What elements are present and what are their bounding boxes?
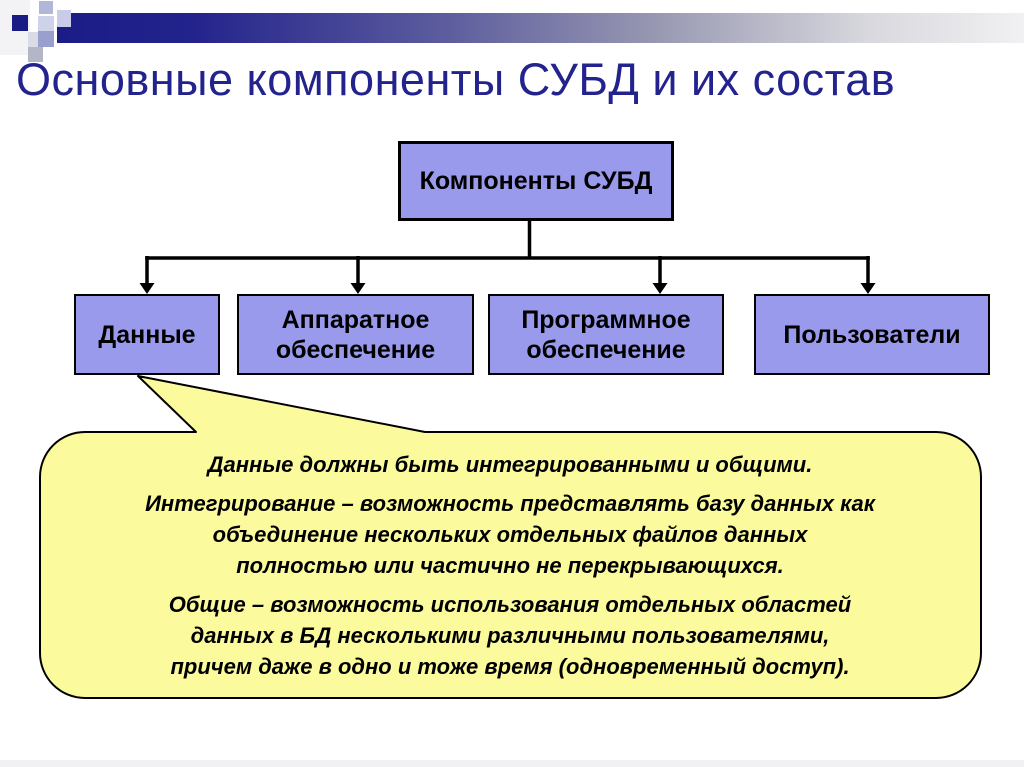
arrowhead-icon xyxy=(860,283,876,294)
diagram-box-label: Компоненты СУБД xyxy=(419,167,653,195)
deco-square xyxy=(39,1,53,14)
diagram-box-root: Компоненты СУБД xyxy=(398,141,674,221)
diagram-box-label: Пользователи xyxy=(783,320,961,349)
diagram-box-users: Пользователи xyxy=(754,294,990,375)
callout-line: причем даже в одно и тоже время (одновре… xyxy=(170,654,850,679)
diagram-box-hardware: Аппаратное обеспечение xyxy=(237,294,474,375)
callout-line: Данные должны быть интегрированными и об… xyxy=(207,452,813,477)
diagram-box-label: Аппаратное обеспечение xyxy=(275,305,436,364)
callout-line: Общие – возможность использования отдель… xyxy=(168,592,852,617)
arrowhead-icon xyxy=(652,283,668,294)
diagram-box-software: Программное обеспечение xyxy=(488,294,724,375)
diagram-box-data: Данные xyxy=(74,294,220,375)
deco-square xyxy=(38,31,54,47)
deco-square xyxy=(28,47,43,62)
header-gradient-bar xyxy=(57,13,1024,43)
deco-square xyxy=(28,32,38,47)
diagram-box-label: Данные xyxy=(98,320,196,349)
callout-line: объединение нескольких отдельных файлов … xyxy=(212,522,808,547)
diagram-box-label: Программное обеспечение xyxy=(521,305,691,364)
arrowhead-icon xyxy=(350,283,366,294)
deco-square xyxy=(57,10,71,27)
deco-square-navy xyxy=(12,15,28,31)
deco-square xyxy=(38,16,54,31)
callout-line: полностью или частично не перекрывающихс… xyxy=(236,553,784,578)
callout-line: Интегрирование – возможность представлят… xyxy=(145,491,875,516)
callout-line: данных в БД несколькими различными польз… xyxy=(190,623,830,648)
footer-strip xyxy=(0,760,1024,767)
slide-title: Основные компоненты СУБД и их состав xyxy=(16,54,896,105)
callout-text: Данные должны быть интегрированными и об… xyxy=(55,449,965,682)
arrowhead-icon xyxy=(139,283,155,294)
